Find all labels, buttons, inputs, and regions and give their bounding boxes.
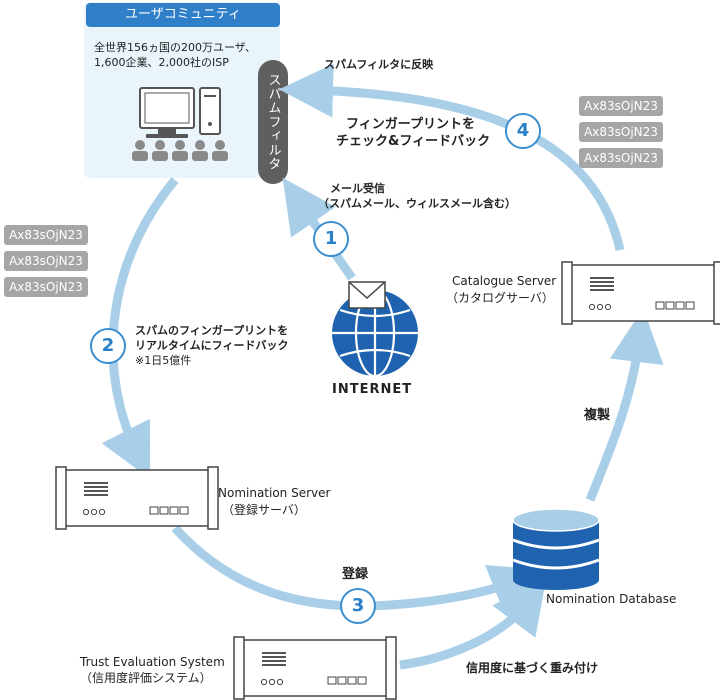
step-1-badge: 1 — [313, 221, 349, 257]
weighting-label: 信用度に基づく重み付け — [466, 661, 599, 675]
arrow-step2 — [101, 177, 179, 480]
step-4-badge: 4 — [505, 113, 541, 149]
step4-line2: チェック&フィードバック — [336, 134, 491, 149]
step2-line2: リアルタイムにフィードバック — [135, 339, 289, 352]
step1-line1: メール受信 — [330, 182, 385, 195]
community-title: ユーザコミュニティ — [125, 7, 241, 22]
trust-system-sub: （信用度評価システム） — [80, 671, 212, 685]
nomination-server-name: Nomination Server — [218, 486, 331, 500]
spam-filter-label: スパムフィルタ — [265, 73, 281, 171]
arrow-step4 — [279, 63, 625, 251]
community-header — [86, 3, 280, 27]
replicate-label: 複製 — [584, 408, 611, 423]
trust-system-server-icon — [233, 636, 397, 700]
arrow-weighting — [399, 578, 547, 670]
catalogue-server-icon — [561, 261, 720, 325]
nomination-database-label: Nomination Database — [546, 592, 677, 606]
community-description: 全世界156ヵ国の200万ユーザ、1,600企業、2,000社のISP — [94, 41, 256, 69]
arrow-step3 — [171, 524, 546, 616]
step1-line2: （スパムメール、ウィルスメール含む） — [318, 197, 516, 210]
nomination-server-icon — [55, 466, 219, 530]
internet-label: INTERNET — [332, 382, 413, 397]
tag-left-2: Ax83sOjN23 — [4, 251, 88, 271]
tag-left-3: Ax83sOjN23 — [4, 277, 88, 297]
step3-label: 登録 — [342, 567, 369, 582]
tag-top-right-1: Ax83sOjN23 — [579, 96, 663, 116]
database-icon — [512, 508, 600, 590]
catalogue-server-name: Catalogue Server — [452, 274, 557, 288]
step2-line1: スパムのフィンガープリントを — [135, 324, 289, 337]
tag-top-right-3: Ax83sOjN23 — [579, 148, 663, 168]
step4-line1: フィンガープリントを — [346, 117, 475, 132]
computer-users-icon — [132, 87, 228, 161]
step-2-badge: 2 — [90, 328, 126, 364]
step-3-badge: 3 — [340, 588, 376, 624]
catalogue-server-sub: （カタログサーバ） — [446, 291, 554, 305]
step4-top-label: スパムフィルタに反映 — [324, 58, 434, 71]
mail-icon — [348, 281, 386, 309]
tag-top-right-2: Ax83sOjN23 — [579, 122, 663, 142]
tag-left-1: Ax83sOjN23 — [4, 225, 88, 245]
step2-note: ※1日5億件 — [135, 354, 192, 367]
trust-system-name: Trust Evaluation System — [80, 655, 225, 669]
nomination-server-sub: （登録サーバ） — [222, 503, 306, 517]
arrow-replicate — [585, 308, 664, 502]
